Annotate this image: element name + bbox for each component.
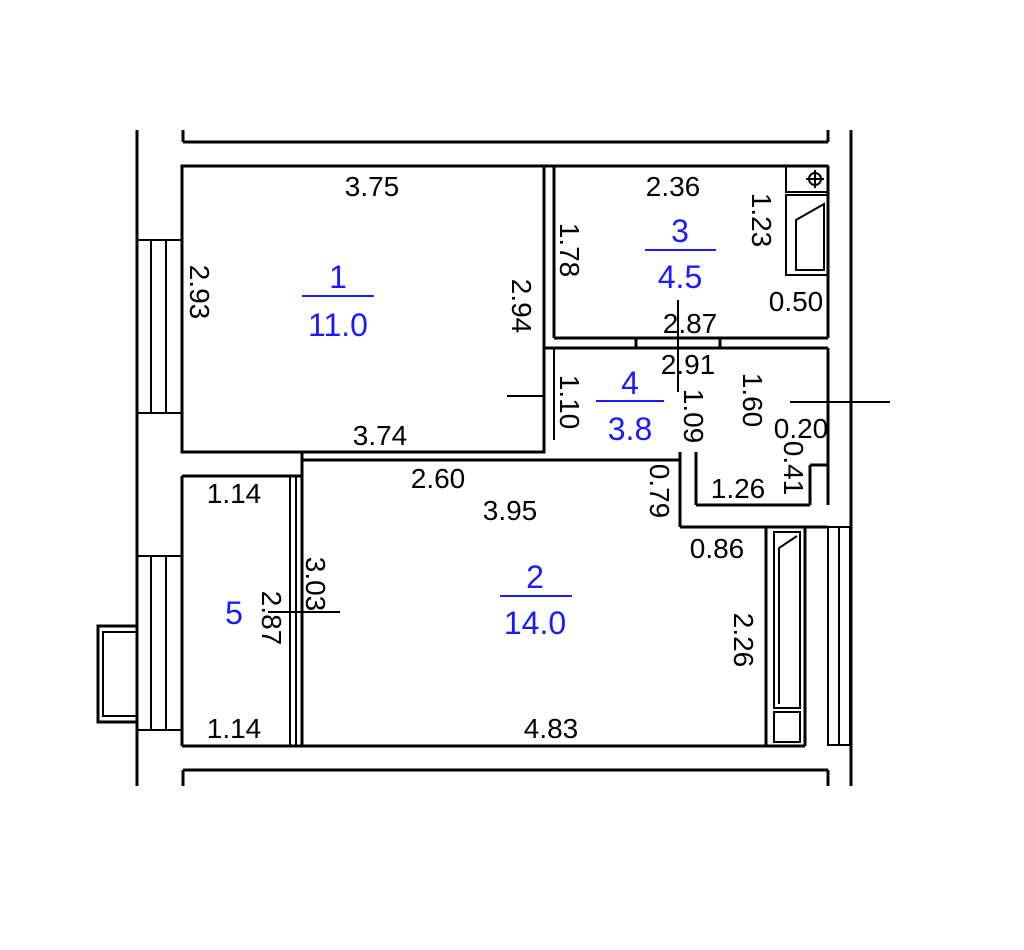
room-2-number: 2: [526, 559, 544, 595]
room-1-walls: [180, 164, 556, 454]
dim-hall-h: 1.60: [737, 373, 768, 428]
room-2-area: 14.0: [504, 605, 566, 641]
dim-r5-side: 2.87: [256, 591, 287, 646]
dim-r4-door: 0.79: [644, 464, 675, 519]
dim-hall-w: 1.26: [711, 473, 766, 504]
room-3-area: 4.5: [658, 259, 702, 295]
dim-r3-fixture-w: 0.50: [769, 286, 824, 317]
dim-r1-bottom: 3.74: [353, 420, 408, 451]
room-3-label: 3 4.5: [645, 213, 716, 295]
dim-r2-bottom: 4.83: [524, 713, 579, 744]
dim-r1-left: 2.93: [184, 265, 215, 320]
room-5-label: 5: [225, 595, 243, 631]
dim-r5-bottom: 1.14: [207, 713, 262, 744]
dim-r2-left: 3.03: [300, 557, 331, 612]
dim-r2-right: 2.26: [728, 613, 759, 668]
dim-r4-top: 2.91: [661, 349, 716, 380]
dim-r4-left: 1.10: [554, 375, 585, 430]
dim-r3-fixture-h: 1.23: [746, 193, 777, 248]
window-room-5: [96, 555, 183, 731]
room-5-walls: [180, 474, 340, 747]
dimension-labels: 3.75 2.93 2.94 3.74 2.36 1.78 1.23 0.50 …: [184, 171, 828, 744]
dim-r3-bottom: 2.87: [663, 308, 718, 339]
outer-walls: [135, 130, 853, 786]
dim-r2-top-b: 3.95: [483, 495, 538, 526]
room-4-label: 4 3.8: [596, 365, 664, 447]
dim-r3-top: 2.36: [646, 171, 701, 202]
dim-r1-top: 3.75: [345, 171, 400, 202]
window-room-1: [136, 239, 183, 414]
dim-r2-top-a: 2.60: [411, 463, 466, 494]
bathroom-fixtures: [785, 165, 829, 276]
room-1-area: 11.0: [308, 307, 368, 343]
dim-r5-top: 1.14: [207, 478, 262, 509]
room-4-area: 3.8: [608, 411, 652, 447]
wardrobe: [773, 531, 801, 743]
room-3-number: 3: [671, 213, 689, 249]
room-5-number: 5: [225, 595, 243, 631]
dim-hall-niche: 0.41: [778, 441, 809, 496]
window-right: [827, 526, 851, 746]
dim-r3-left: 1.78: [554, 223, 585, 278]
room-4-number: 4: [621, 365, 639, 401]
dim-r4-right: 1.09: [678, 389, 709, 444]
room-1-label: 1 11.0: [302, 259, 374, 343]
room-1-number: 1: [329, 259, 347, 295]
dim-r2-right-w: 0.86: [690, 533, 745, 564]
room-2-label: 2 14.0: [500, 559, 572, 641]
dim-r1-right: 2.94: [506, 279, 537, 334]
dim-hall-small: 0.20: [774, 413, 829, 444]
